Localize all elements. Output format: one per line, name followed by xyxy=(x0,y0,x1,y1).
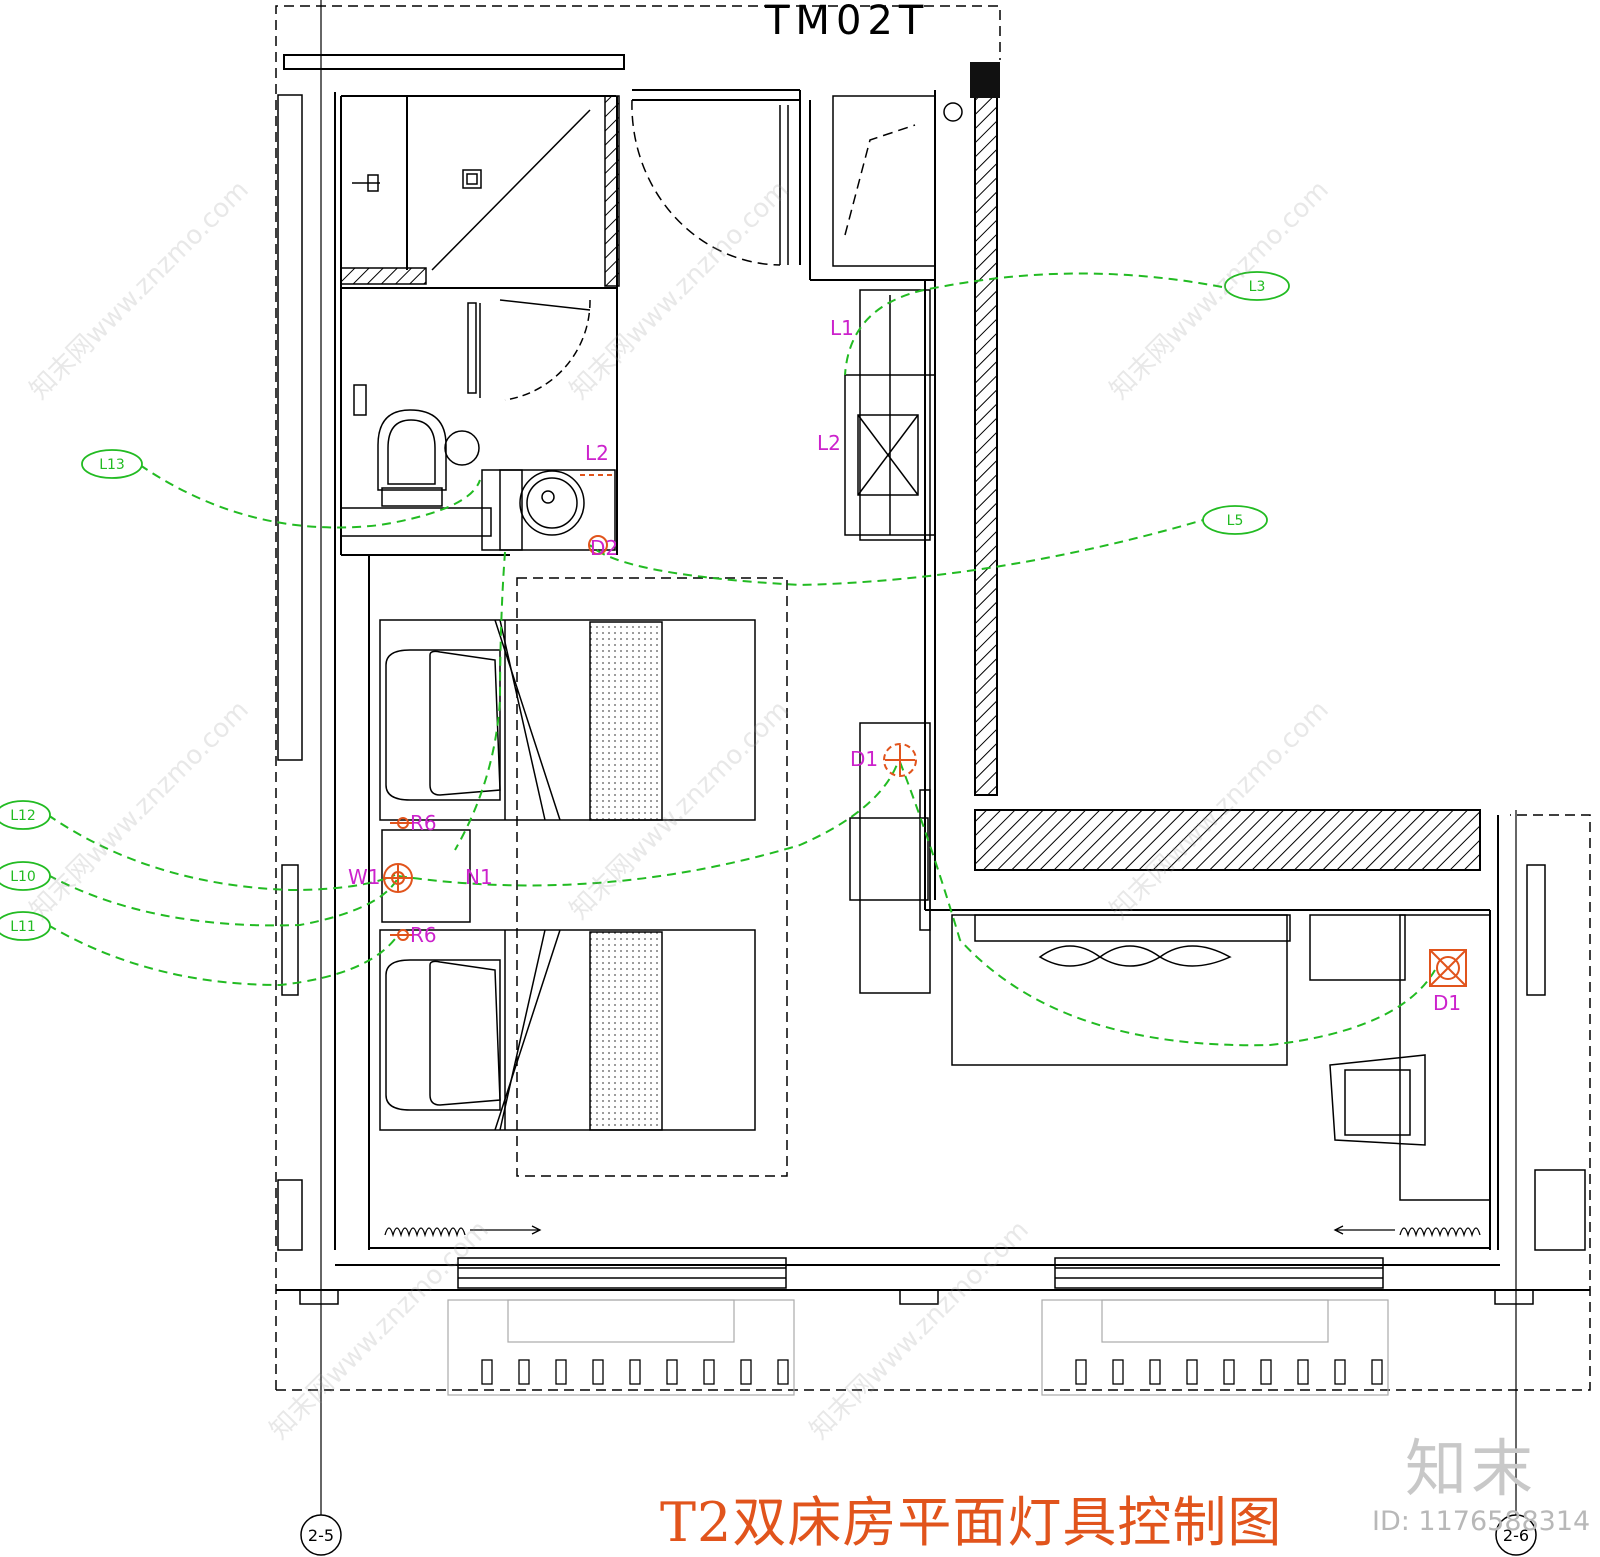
fixture-label-l2-wardrobe: L2 xyxy=(817,431,841,455)
balcony-picket xyxy=(592,1359,604,1385)
balcony-picket xyxy=(1334,1359,1346,1385)
circuit-wires xyxy=(47,272,1436,1047)
circuit-tag-l11: L11 xyxy=(10,919,36,935)
bathroom-fixtures xyxy=(340,109,616,551)
header-partial-text: TM02T xyxy=(764,0,929,44)
balcony-picket xyxy=(1075,1359,1087,1385)
axis-label-2-5: 2-5 xyxy=(308,1526,334,1545)
windows xyxy=(299,1257,1534,1305)
furniture-right xyxy=(849,722,1491,1201)
drawing-title: T2双床房平面灯具控制图 xyxy=(660,1491,1283,1554)
balcony-picket xyxy=(1297,1359,1309,1385)
image-id: ID: 1176588314 xyxy=(1372,1506,1591,1537)
fixture-label-d1-entry: D1 xyxy=(850,747,878,771)
balcony-picket xyxy=(518,1359,530,1385)
balcony-pickets xyxy=(481,1359,1383,1385)
fixture-label-r6-top: R6 xyxy=(410,811,437,835)
entry-door xyxy=(631,95,963,541)
fixture-label-d2: D2 xyxy=(590,536,618,560)
fixture-label-d1-desk: D1 xyxy=(1433,991,1461,1015)
axis-label-2-6: 2-6 xyxy=(1503,1526,1529,1545)
heaters xyxy=(384,1225,1481,1238)
balcony-picket xyxy=(1112,1359,1124,1385)
fixture-label-l1: L1 xyxy=(830,316,854,340)
balcony-picket xyxy=(703,1359,715,1385)
balcony-picket xyxy=(1371,1359,1383,1385)
axis-lines xyxy=(320,0,1517,1515)
hatched-walls xyxy=(340,62,1481,871)
axis-bubbles xyxy=(300,1514,1537,1556)
circuit-tag-l5: L5 xyxy=(1227,513,1244,529)
fixture-label-n1: N1 xyxy=(465,865,493,889)
fixture-label-r6-bottom: R6 xyxy=(410,923,437,947)
site-logo: 知末 xyxy=(1405,1432,1538,1505)
balcony-picket xyxy=(481,1359,493,1385)
circuit-tags xyxy=(0,271,1290,941)
walls xyxy=(276,54,1590,1291)
left-partition xyxy=(277,94,1586,1251)
circuit-tag-l12: L12 xyxy=(10,808,36,824)
fixture-label-l2-bath: L2 xyxy=(585,441,609,465)
light-fixtures xyxy=(383,474,1467,987)
circuit-tag-l3: L3 xyxy=(1249,279,1266,295)
balcony-picket xyxy=(777,1359,789,1385)
fixture-label-w1: W1 xyxy=(348,865,381,889)
balcony-picket xyxy=(740,1359,752,1385)
balcony-picket xyxy=(1186,1359,1198,1385)
balcony-picket xyxy=(1149,1359,1161,1385)
room-boundary xyxy=(275,5,1591,1391)
beds xyxy=(379,577,788,1177)
balcony-rails xyxy=(447,1299,1389,1396)
balcony-picket xyxy=(555,1359,567,1385)
balcony-picket xyxy=(1260,1359,1272,1385)
balcony-picket xyxy=(629,1359,641,1385)
circuit-tag-l10: L10 xyxy=(10,869,36,885)
balcony-picket xyxy=(666,1359,678,1385)
balcony-picket xyxy=(1223,1359,1235,1385)
circuit-tag-l13: L13 xyxy=(99,457,125,473)
